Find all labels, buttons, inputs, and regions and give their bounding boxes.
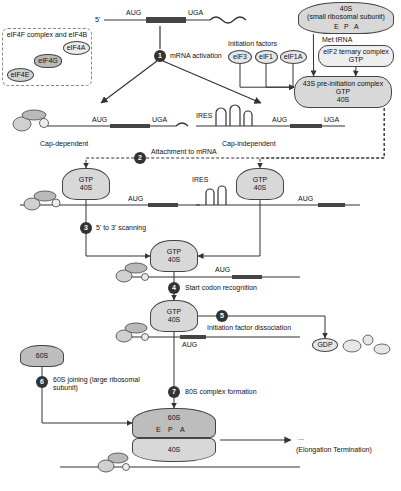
node-text: eIF1 (259, 53, 273, 61)
codon-label: AUG (126, 9, 141, 17)
step-name: Initiation factor dissociation (206, 324, 292, 332)
site-label: A (180, 426, 185, 434)
node-text: GDP (317, 341, 332, 349)
next-stage-label: (Elongation Termination) (296, 446, 372, 454)
node-text: eIF4F complex and eIF4B (7, 31, 88, 39)
group-label: Initiation factors (228, 40, 277, 48)
node-text: 40S (168, 446, 180, 454)
continuation-mark: ... (298, 434, 304, 442)
codon-label: AUG (182, 341, 197, 349)
flow-arrow (313, 34, 314, 76)
node-text: 40S (340, 5, 352, 13)
ires-label: IRES (196, 112, 212, 120)
node-text: GTP (336, 88, 350, 96)
codon-label: AUG (128, 195, 143, 203)
strand-end: 5' (95, 16, 100, 24)
node-text: 40S (168, 316, 180, 324)
step-number: 7 (168, 386, 180, 398)
node-text: eIF4E (11, 71, 30, 79)
node-text: 60S (168, 414, 180, 422)
flow-arrow (260, 108, 384, 168)
ribosome-complex: GTP40S (62, 168, 110, 200)
ribosome-complex: GTP40S (150, 240, 198, 272)
site-label: P (168, 426, 173, 434)
step-number: 3 (80, 222, 92, 234)
ires-label: IRES (192, 176, 208, 184)
site-label: E (156, 426, 161, 434)
node-text: 60S (36, 352, 48, 360)
molecule-label: Met tRNA (322, 36, 352, 44)
ternary-complex: eIF2 ternary complexGTP (318, 45, 394, 67)
ribosome-complex: GTP40S (236, 168, 284, 200)
released-factor: GDP (312, 338, 338, 352)
site-label: E (334, 23, 339, 31)
step-name: Start codon recognition (184, 284, 258, 292)
node-text: GTP (79, 176, 93, 184)
flow-arrow (355, 67, 356, 76)
step-name: mRNA activation (170, 52, 222, 60)
step-name: 80S complex formation (184, 388, 258, 396)
node-text: GTP (167, 248, 181, 256)
codon-label: UGA (324, 116, 339, 124)
codon-label: AUG (272, 116, 287, 124)
site-label: A (354, 23, 359, 31)
flow-arrow (240, 64, 294, 87)
initiation-factor: eIF4G (34, 54, 62, 68)
flow-arrow (266, 64, 294, 87)
large-subunit: 60S (20, 345, 64, 367)
node-text: 43S pre-initiation complex (303, 80, 384, 88)
site-label: P (344, 23, 349, 31)
node-text: 40S (80, 184, 92, 192)
initiation-factor: eIF4E (7, 68, 34, 82)
protein-complex: eIF4F complex and eIF4B eIF4A eIF4G eIF4E (2, 28, 92, 86)
node-text: (small ribosomal subunit) (307, 13, 385, 21)
step-name: Attachment to mRNA (150, 148, 218, 156)
initiation-factor: eIF1A (280, 50, 307, 64)
step-number: 1 (154, 50, 166, 62)
node-text: 40S (337, 96, 349, 104)
node-text: GTP (349, 56, 363, 64)
codon-label: AUG (92, 116, 107, 124)
flow-arrow (293, 64, 294, 87)
step-number: 4 (168, 282, 180, 294)
codon-label: UGA (188, 9, 203, 17)
step-name: 5' to 3' scanning (95, 224, 147, 232)
codon-label: AUG (215, 266, 230, 274)
pathway-label: Cap-independent (222, 140, 276, 148)
codon-label: AUG (298, 195, 313, 203)
node-text: 40S (168, 256, 180, 264)
node-text: eIF4A (67, 44, 86, 52)
initiation-factor: eIF4A (63, 41, 90, 55)
node-text: GTP (253, 176, 267, 184)
large-subunit: 60S (132, 408, 216, 438)
small-subunit: 40S (132, 438, 216, 462)
node-text: eIF2 ternary complex (323, 48, 389, 56)
flow-arrow (86, 200, 150, 256)
node-text: GTP (167, 308, 181, 316)
initiation-factor: eIF1 (255, 50, 278, 64)
flow-arrow (86, 108, 384, 168)
step-number: 5 (216, 310, 228, 322)
step-number: 6 (36, 376, 48, 388)
node-text: eIF3 (233, 53, 247, 61)
codon-label: UGA (152, 116, 167, 124)
node-text: 40S (254, 184, 266, 192)
flow-arrow (198, 200, 260, 256)
initiation-factor: eIF3 (228, 50, 252, 64)
pathway-label: Cap-dependent (40, 140, 88, 148)
step-number: 2 (134, 152, 146, 164)
preinitiation-complex: 43S pre-initiation complexGTP40S (294, 76, 392, 108)
node-text: eIF4G (38, 57, 57, 65)
node-text: eIF1A (284, 53, 303, 61)
step-name: 60S joining (large ribosomal subunit) (52, 376, 146, 392)
ribosome-complex: GTP40S (150, 300, 198, 332)
